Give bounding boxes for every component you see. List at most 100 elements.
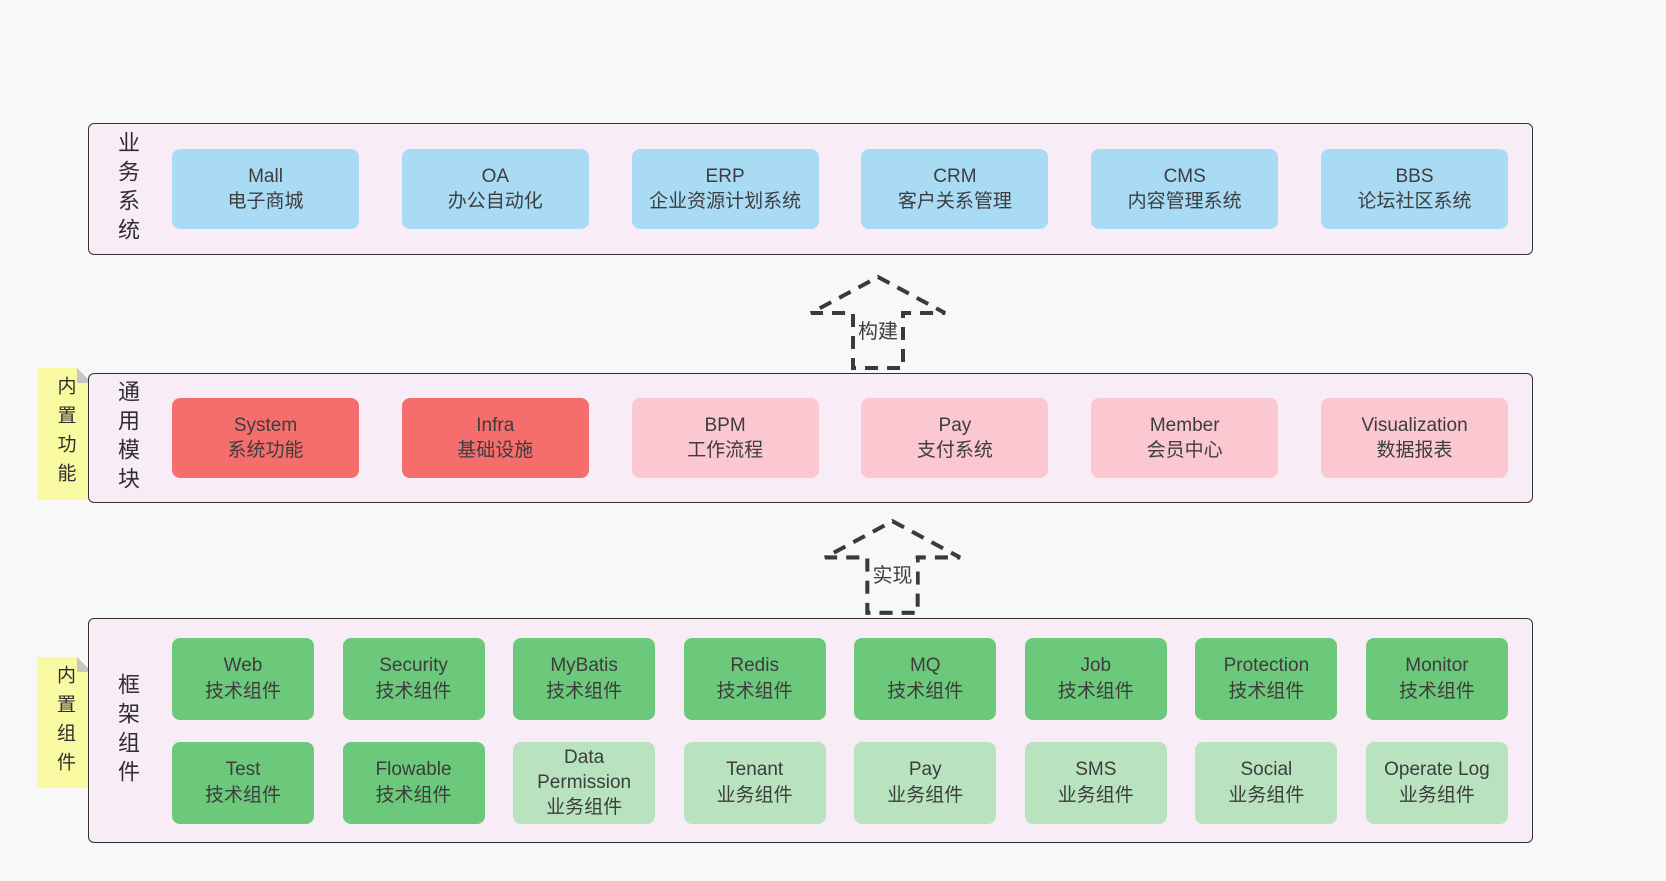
box-title: Monitor bbox=[1405, 655, 1469, 677]
box-subtitle: 业务组件 bbox=[1398, 784, 1475, 806]
arrow-implement: 实现 bbox=[822, 518, 963, 616]
modules-boxes-row: System 系统功能 Infra 基础设施 BPM 工作流程 Pay 支付系统 Member 会… bbox=[152, 398, 1532, 478]
box-subtitle: 企业资源计划系统 bbox=[649, 191, 802, 212]
box-erp: ERP 企业资源计划系统 bbox=[631, 149, 819, 229]
box-title: Tenant bbox=[726, 759, 784, 781]
box-bpm: BPM 工作流程 bbox=[631, 398, 819, 478]
box-pay: Pay 业务组件 bbox=[854, 741, 997, 824]
box-subtitle: 会员中心 bbox=[1146, 440, 1223, 461]
box-title: MyBatis bbox=[550, 655, 618, 677]
box-mq: MQ 技术组件 bbox=[854, 637, 997, 720]
box-subtitle: 工作流程 bbox=[687, 440, 764, 461]
layer-framework-label: 框架组件 bbox=[115, 672, 140, 789]
box-title: Social bbox=[1240, 759, 1293, 781]
box-subtitle: 技术组件 bbox=[1057, 680, 1134, 702]
box-title: ERP bbox=[705, 165, 745, 187]
box-subtitle: 技术组件 bbox=[887, 680, 964, 702]
box-monitor: Monitor 技术组件 bbox=[1365, 637, 1508, 720]
box-member: Member 会员中心 bbox=[1091, 398, 1279, 478]
box-mybatis: MyBatis 技术组件 bbox=[513, 637, 656, 720]
layer-modules-label: 通用模块 bbox=[115, 380, 140, 496]
box-title: CRM bbox=[933, 165, 977, 187]
box-system: System 系统功能 bbox=[172, 398, 359, 478]
dashed-up-arrow-icon bbox=[824, 518, 961, 615]
box-web: Web 技术组件 bbox=[172, 637, 314, 720]
box-title: SMS bbox=[1075, 759, 1117, 781]
box-data-permission: Data Permission 业务组件 bbox=[513, 741, 656, 824]
layer-framework-components: 框架组件 Web 技术组件 Security 技术组件 MyBatis 技术组件 Redis… bbox=[88, 618, 1533, 843]
arrow-implement-label: 实现 bbox=[869, 559, 916, 588]
box-subtitle: 业务组件 bbox=[887, 784, 964, 806]
box-subtitle: 技术组件 bbox=[204, 784, 281, 806]
box-bbs: BBS 论坛社区系统 bbox=[1320, 149, 1508, 229]
box-title: BBS bbox=[1395, 165, 1434, 187]
box-title: Test bbox=[225, 759, 261, 781]
box-title: Member bbox=[1149, 414, 1220, 436]
tag-built-in-features-label: 内置功能 bbox=[54, 376, 76, 492]
box-pay: Pay 支付系统 bbox=[861, 398, 1049, 478]
box-title: BPM bbox=[704, 414, 746, 436]
layer-common-modules: 通用模块 System 系统功能 Infra 基础设施 BPM 工作流程 Pay 支付系统 Me… bbox=[88, 373, 1533, 503]
box-visualization: Visualization 数据报表 bbox=[1320, 398, 1508, 478]
box-title: Operate Log bbox=[1384, 759, 1490, 781]
box-security: Security 技术组件 bbox=[342, 637, 485, 720]
box-subtitle: 电子商城 bbox=[227, 191, 304, 212]
tag-built-in-features: 内置功能 bbox=[38, 368, 92, 500]
box-title: Pay bbox=[908, 759, 942, 781]
arrow-build-label: 构建 bbox=[855, 315, 901, 344]
box-title: CMS bbox=[1163, 165, 1206, 187]
box-social: Social 业务组件 bbox=[1195, 741, 1338, 824]
tag-built-in-components-label: 内置组件 bbox=[54, 664, 75, 781]
box-title: System bbox=[233, 414, 298, 436]
box-infra: Infra 基础设施 bbox=[401, 398, 589, 478]
box-operate-log: Operate Log 业务组件 bbox=[1365, 741, 1508, 824]
box-subtitle: 技术组件 bbox=[204, 680, 281, 702]
arrow-build: 构建 bbox=[808, 274, 948, 371]
box-subtitle: 业务组件 bbox=[1228, 784, 1305, 806]
box-title: Visualization bbox=[1361, 414, 1468, 436]
box-title: Flowable bbox=[375, 759, 452, 781]
dashed-up-arrow-icon bbox=[810, 274, 946, 370]
box-crm: CRM 客户关系管理 bbox=[861, 149, 1049, 229]
box-subtitle: 技术组件 bbox=[1228, 680, 1305, 702]
box-subtitle: 基础设施 bbox=[457, 440, 534, 461]
box-subtitle: 业务组件 bbox=[546, 797, 623, 819]
box-subtitle: 技术组件 bbox=[546, 680, 623, 702]
box-subtitle: 技术组件 bbox=[375, 784, 452, 806]
box-test: Test 技术组件 bbox=[172, 741, 314, 824]
box-title: Data Permission bbox=[537, 746, 632, 793]
box-title: Infra bbox=[476, 414, 515, 436]
box-subtitle: 技术组件 bbox=[1398, 680, 1475, 702]
box-subtitle: 客户关系管理 bbox=[897, 191, 1012, 212]
box-subtitle: 技术组件 bbox=[716, 680, 793, 702]
box-title: Protection bbox=[1223, 655, 1310, 677]
layer-business-label: 业务系统 bbox=[115, 131, 140, 247]
box-title: Pay bbox=[938, 414, 972, 436]
box-title: Mall bbox=[248, 165, 283, 187]
tag-built-in-components: 内置组件 bbox=[37, 657, 92, 788]
box-title: Redis bbox=[730, 655, 779, 677]
box-cms: CMS 内容管理系统 bbox=[1091, 149, 1279, 229]
box-title: Web bbox=[223, 655, 263, 677]
box-subtitle: 支付系统 bbox=[916, 440, 993, 461]
box-tenant: Tenant 业务组件 bbox=[683, 741, 826, 824]
box-title: MQ bbox=[909, 655, 941, 677]
box-subtitle: 数据报表 bbox=[1376, 440, 1453, 461]
box-subtitle: 业务组件 bbox=[1057, 784, 1134, 806]
box-subtitle: 内容管理系统 bbox=[1127, 191, 1242, 212]
box-subtitle: 论坛社区系统 bbox=[1357, 191, 1472, 212]
box-title: Security bbox=[379, 655, 448, 677]
box-flowable: Flowable 技术组件 bbox=[342, 741, 485, 824]
box-subtitle: 系统功能 bbox=[227, 440, 304, 461]
box-subtitle: 业务组件 bbox=[716, 784, 793, 806]
box-subtitle: 办公自动化 bbox=[447, 191, 543, 212]
box-subtitle: 技术组件 bbox=[375, 680, 452, 702]
